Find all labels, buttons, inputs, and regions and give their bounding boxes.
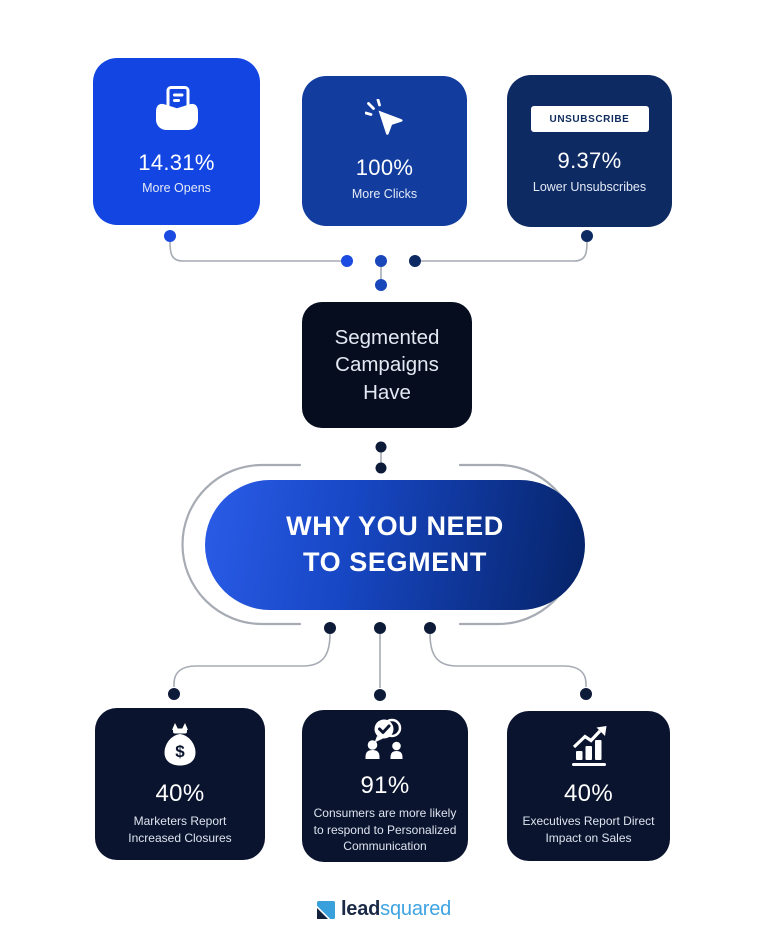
stat-value: 100% [355,155,414,181]
connector-dot [580,688,592,700]
leadsquared-logo: leadsquared [0,898,768,921]
top-card-lower-unsubscribes: UNSUBSCRIBE 9.37% Lower Unsubscribes [507,75,672,227]
connector-line-right-bottom [429,633,587,687]
stat-label: Lower Unsubscribes [532,179,647,194]
connector-dot [375,441,387,453]
connector-dot [374,622,386,634]
stat-value: 91% [360,772,410,800]
connector-dot [324,622,336,634]
stat-value: 40% [564,780,613,808]
brand-text: leadsquared [341,898,451,921]
connector-dot [375,255,387,267]
growth-chart-icon [567,725,611,772]
stat-value: 9.37% [557,148,622,174]
logo-mark-icon [316,900,335,919]
connector-dot [164,230,176,242]
stat-value: 14.31% [138,149,215,175]
connector-line-left-top [169,241,341,262]
why-segment-title: WHY YOU NEED TO SEGMENT [286,511,504,577]
stat-label: Marketers Report Increased Closures [128,814,232,845]
connector-dot [374,689,386,701]
bottom-card-increased-closures: $ 40% Marketers Report Increased Closure… [95,708,265,860]
top-card-more-opens: 14.31% More Opens [93,58,260,225]
segmented-campaigns-text: Segmented Campaigns Have [334,326,440,404]
why-segment-pill: WHY YOU NEED TO SEGMENT [205,480,585,610]
segmented-campaigns-box: Segmented Campaigns Have [302,302,472,428]
top-card-more-clicks: 100% More Clicks [302,76,467,226]
connector-dot [168,688,180,700]
connector-dot [581,230,593,242]
bottom-card-impact-on-sales: 40% Executives Report Direct Impact on S… [507,711,670,861]
connector-dot [375,462,387,474]
connector-dot [424,622,436,634]
stat-label: Executives Report Direct Impact on Sales [522,814,655,845]
bottom-card-personalized-communication: 91% Consumers are more likely to respond… [302,710,468,862]
cursor-click-icon [363,98,405,144]
connector-dot [375,279,387,291]
connector-line-left-bottom [173,633,331,687]
open-mail-icon [154,85,200,135]
stat-label: More Clicks [351,186,418,201]
money-bag-icon: $ [160,721,200,772]
stat-label: More Opens [142,181,211,196]
brand-squared: squared [380,898,452,920]
unsubscribe-button: UNSUBSCRIBE [530,106,649,133]
connector-dot [341,255,353,267]
stat-value: 40% [155,780,205,808]
stat-label: Consumers are more likely to respond to … [313,806,457,854]
people-check-icon [363,717,407,764]
svg-text:$: $ [175,742,185,761]
connector-dot [409,255,421,267]
brand-lead: lead [340,898,381,920]
connector-line-right-top [421,241,588,262]
